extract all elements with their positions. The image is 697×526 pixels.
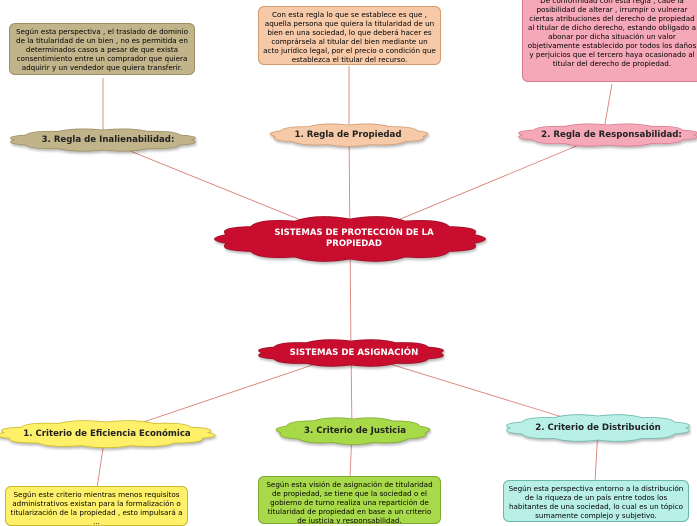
- criterio-distribucion-label: 2. Criterio de Distribución: [535, 423, 661, 433]
- connector-line: [104, 351, 352, 436]
- rule-propiedad-note[interactable]: Con esta regla lo que se establece es qu…: [258, 6, 441, 65]
- rule-inalienabilidad-note[interactable]: Según esta perspectiva , el traslado de …: [9, 23, 195, 75]
- criterio-distribucion-node[interactable]: 2. Criterio de Distribución: [510, 417, 686, 439]
- criterio-distribucion-note-text: Según esta perspectiva entorno a la dist…: [508, 484, 684, 520]
- rule-responsabilidad-note-text: De conformidad con esta regla , cabe la …: [527, 0, 697, 68]
- rule-inalienabilidad-note-text: Según esta perspectiva , el traslado de …: [15, 27, 188, 72]
- rule-responsabilidad-note[interactable]: De conformidad con esta regla , cabe la …: [522, 0, 697, 82]
- rule-responsabilidad-cloud: [518, 123, 697, 147]
- criterio-distribucion-cloud: [506, 414, 690, 442]
- rule-responsabilidad-node[interactable]: 2. Regla de Responsabilidad:: [526, 124, 697, 146]
- rule-propiedad-cloud: [269, 123, 429, 147]
- central-node-label: SISTEMAS DE PROTECCIÓN DE LA PROPIEDAD: [274, 228, 434, 249]
- criterio-justicia-cloud: [275, 417, 431, 446]
- asignacion-label: SISTEMAS DE ASIGNACIÓN: [289, 348, 419, 358]
- rule-propiedad-note-text: Con esta regla lo que se establece es qu…: [263, 10, 436, 64]
- criterio-justicia-note[interactable]: Según esta visión de asignación de titul…: [258, 476, 441, 524]
- criterio-eficiencia-label: 1. Criterio de Eficiencia Económica: [23, 429, 191, 439]
- asignacion-node[interactable]: SISTEMAS DE ASIGNACIÓN: [262, 342, 446, 364]
- criterio-eficiencia-note-text: Según este criterio mientras menos requi…: [10, 490, 183, 526]
- rule-propiedad-label: 1. Regla de Propiedad: [294, 130, 402, 140]
- criterio-eficiencia-node[interactable]: 1. Criterio de Eficiencia Económica: [4, 423, 210, 445]
- rule-inalienabilidad-label: 3. Regla de Inalienabilidad:: [41, 135, 175, 145]
- asignacion-cloud: [258, 339, 444, 367]
- central-cloud: [214, 216, 486, 262]
- rule-propiedad-node[interactable]: 1. Regla de Propiedad: [276, 124, 420, 146]
- criterio-distribucion-note[interactable]: Según esta perspectiva entorno a la dist…: [503, 480, 689, 522]
- criterio-justicia-note-text: Según esta visión de asignación de titul…: [266, 480, 433, 524]
- cloud-shapes: [0, 123, 697, 449]
- rule-inalienabilidad-cloud: [10, 128, 196, 152]
- rule-inalienabilidad-node[interactable]: 3. Regla de Inalienabilidad:: [18, 129, 198, 151]
- criterio-eficiencia-cloud: [0, 420, 216, 449]
- criterio-justicia-label: 3. Criterio de Justicia: [303, 426, 407, 436]
- rule-responsabilidad-label: 2. Regla de Responsabilidad:: [541, 130, 682, 140]
- criterio-eficiencia-note[interactable]: Según este criterio mientras menos requi…: [5, 486, 188, 526]
- connector-line: [350, 351, 599, 429]
- criterio-justicia-node[interactable]: 3. Criterio de Justicia: [282, 420, 428, 442]
- central-node[interactable]: SISTEMAS DE PROTECCIÓN DE LA PROPIEDAD: [235, 222, 473, 256]
